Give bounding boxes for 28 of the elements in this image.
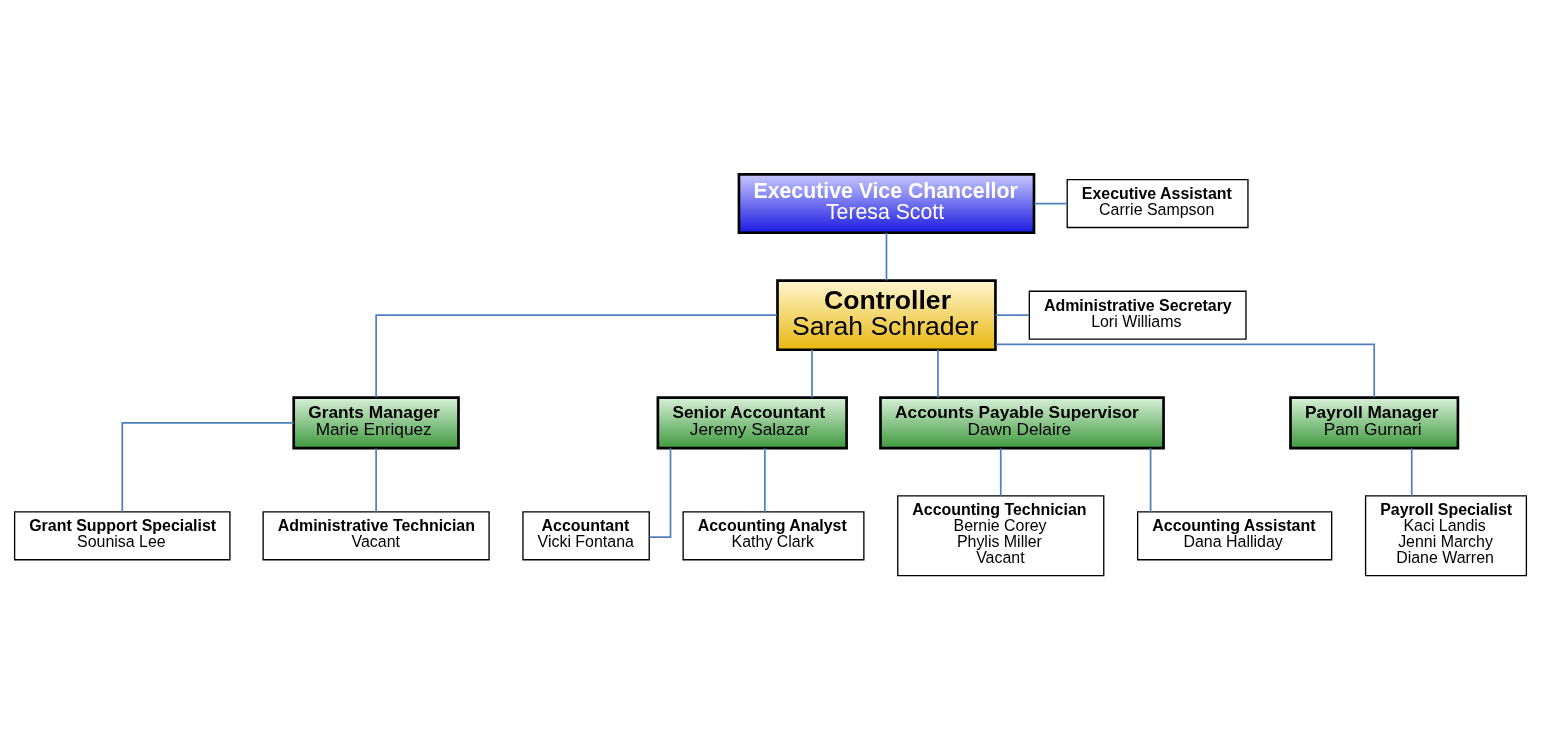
connector: [375, 313, 778, 398]
connector: [999, 447, 1002, 496]
connector: [375, 447, 377, 513]
connector: [995, 343, 1376, 398]
node-box: Controller Sarah Schrader: [776, 278, 997, 351]
connector: [1033, 202, 1068, 204]
node-box: Accounting Technician Bernie Corey Phylis Miller Vacant: [897, 494, 1105, 576]
node-box: Senior Accountant Jeremy Salazar: [656, 395, 848, 449]
node-box: Administrative Secretary Lori Williams: [1028, 290, 1247, 340]
connector: [1410, 447, 1413, 496]
connector: [811, 348, 813, 398]
node-box: Accounting Analyst Kathy Clark: [682, 510, 865, 560]
node-box: Grant Support Specialist Sounisa Lee: [13, 510, 231, 560]
node-box: Accountant Vicki Fontana: [522, 510, 650, 560]
node-box: Payroll Specialist Kaci Landis Jenni Marchy Diane Warren: [1364, 494, 1528, 576]
node-box: Grants Manager Marie Enriquez: [292, 395, 460, 449]
node-box: Accounts Payable Supervisor Dawn Delaire: [879, 395, 1165, 449]
node-box: Executive Assistant Carrie Sampson: [1066, 178, 1249, 228]
node-box: Accounting Assistant Dana Halliday: [1137, 510, 1333, 560]
connector: [994, 313, 1030, 316]
node-box: Payroll Manager Pam Gurnari: [1289, 395, 1460, 449]
connector: [1149, 447, 1152, 513]
node-box: Executive Vice Chancellor Teresa Scott: [737, 172, 1036, 234]
connector: [885, 231, 888, 281]
connector: [121, 421, 295, 513]
connector: [937, 348, 939, 398]
node-box: Administrative Technician Vacant: [262, 510, 490, 560]
connector: [764, 447, 766, 513]
